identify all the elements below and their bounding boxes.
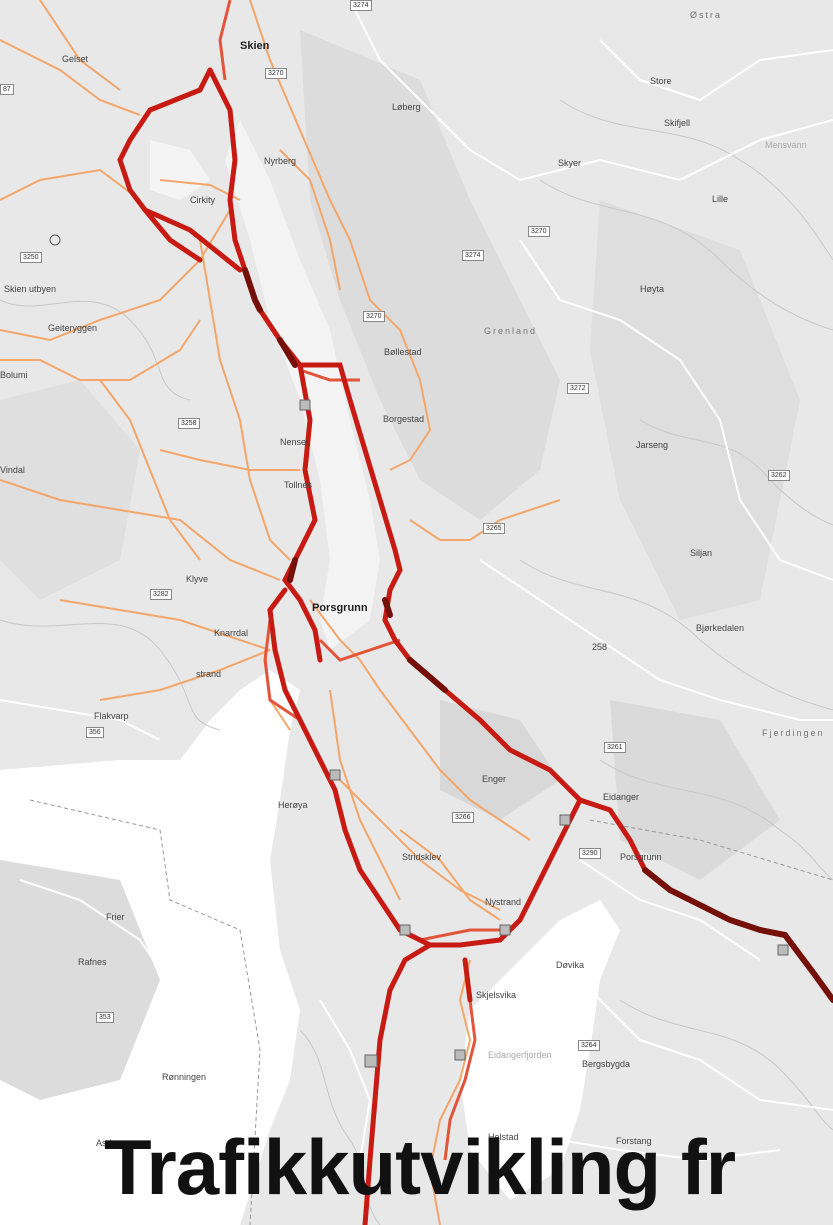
low-traffic-roads — [0, 0, 561, 1225]
terrain-patch — [0, 380, 140, 600]
road-shield: 3258 — [178, 418, 200, 429]
road-shield: 3264 — [578, 1040, 600, 1051]
eidangerfjord-water — [460, 900, 620, 1200]
place-label-bolumi: Bolumi — [0, 370, 28, 380]
place-label-stridsklev: Stridsklev — [402, 852, 442, 862]
place-label-skienutbe: Skien utbyen — [4, 284, 57, 294]
minor-roads — [0, 0, 833, 1162]
place-label-eidangerfjorden: Eidangerfjorden — [488, 1050, 552, 1060]
place-label-ostra: Østra — [690, 10, 723, 20]
place-label-skifjell: Skifjell — [664, 118, 691, 128]
place-label-loberg: Løberg — [392, 102, 421, 112]
place-label-gelset: Gelset — [62, 54, 89, 64]
road-shield: 3261 — [604, 742, 626, 753]
place-label-jarseng: Jarseng — [636, 440, 669, 450]
road-shield: 3270 — [265, 68, 287, 79]
place-label-nenset: Nenset — [280, 437, 309, 447]
landmark-icon — [49, 234, 61, 246]
place-label-fjerdingen: Fjerdingen — [762, 728, 825, 738]
place-label-knarrdal: Knarrdal — [214, 628, 249, 638]
place-label-porsgrunn: Porsgrunn — [312, 602, 368, 614]
place-label-nyrberg: Nyrberg — [264, 156, 297, 166]
place-label-skjelsvika: Skjelsvika — [476, 990, 517, 1000]
page-title: Trafikkutvikling fr — [104, 1123, 736, 1211]
road-shield: 353 — [96, 1012, 114, 1023]
place-label-klyve: Klyve — [186, 574, 209, 584]
place-label-strand: strand — [196, 669, 222, 679]
place-label-store: Store — [650, 76, 672, 86]
place-label-height-258: 258 — [592, 642, 608, 652]
place-label-tollnes: Tollnes — [284, 480, 313, 490]
place-label-vindal: Vindal — [0, 465, 25, 475]
place-label-helstad: Helstad — [488, 1132, 519, 1142]
terrain-patch — [590, 200, 800, 620]
road-shield: 3270 — [363, 311, 385, 322]
place-label-siljan: Siljan — [690, 548, 713, 558]
place-label-mensvann: Mensvann — [765, 140, 807, 150]
very-high-traffic-roads — [242, 267, 833, 1003]
road-shield: 3265 — [483, 523, 505, 534]
place-label-ronningen: Rønningen — [162, 1072, 207, 1082]
place-label-rafnes: Rafnes — [78, 957, 107, 967]
lake-water — [150, 140, 210, 200]
place-label-skyer: Skyer — [558, 158, 582, 168]
place-label-eidanger: Eidanger — [603, 792, 640, 802]
terrain-patch — [440, 700, 560, 820]
road-shield: 3282 — [150, 589, 172, 600]
road-shield: 3290 — [579, 848, 601, 859]
terrain-patch — [300, 30, 560, 520]
road-shield: 3274 — [350, 0, 372, 11]
place-label-engene: Enger — [482, 774, 507, 784]
place-label-geiteryggen: Geiteryggen — [48, 323, 98, 333]
road-shield: 3262 — [768, 470, 790, 481]
place-label-frier: Frier — [106, 912, 125, 922]
place-label-nystrand: Nystrand — [485, 897, 522, 907]
place-label-grenland: Grenland — [484, 326, 538, 336]
mid-traffic-roads — [218, 0, 510, 1161]
junction-markers — [299, 399, 789, 1068]
place-label-clvcity: Cirkity — [190, 195, 215, 205]
road-shield: 356 — [86, 727, 104, 738]
place-label-porsgrunn2: Porsgrunn — [620, 852, 662, 862]
road-shield: 3272 — [567, 383, 589, 394]
terrain-patch — [610, 700, 780, 880]
road-shield: 3266 — [452, 812, 474, 823]
road-shield: 3250 — [20, 252, 42, 263]
place-label-forstang: Forstang — [616, 1136, 652, 1146]
place-label-lille: Lille — [712, 194, 729, 204]
place-label-skien: Skien — [240, 40, 270, 52]
municipal-border — [589, 819, 833, 881]
terrain-patch — [0, 860, 160, 1100]
road-shield: 87 — [0, 84, 14, 95]
place-label-heroya: Herøya — [278, 800, 308, 810]
road-shield: 3270 — [528, 226, 550, 237]
place-label-bollestad: Bøllestad — [384, 347, 422, 357]
contour-lines — [0, 99, 833, 1225]
place-label-bjorkedalen: Bjørkedalen — [696, 623, 745, 633]
place-label-flakvarp: Flakvarp — [94, 711, 129, 721]
road-shield: 3274 — [462, 250, 484, 261]
place-label-bergsbygda: Bergsbygda — [582, 1059, 631, 1069]
place-label-asda: Asda — [96, 1138, 117, 1148]
place-label-borgestad: Borgestad — [383, 414, 425, 424]
place-label-dovika: Døvika — [556, 960, 585, 970]
place-label-hoyta: Høyta — [640, 284, 665, 294]
